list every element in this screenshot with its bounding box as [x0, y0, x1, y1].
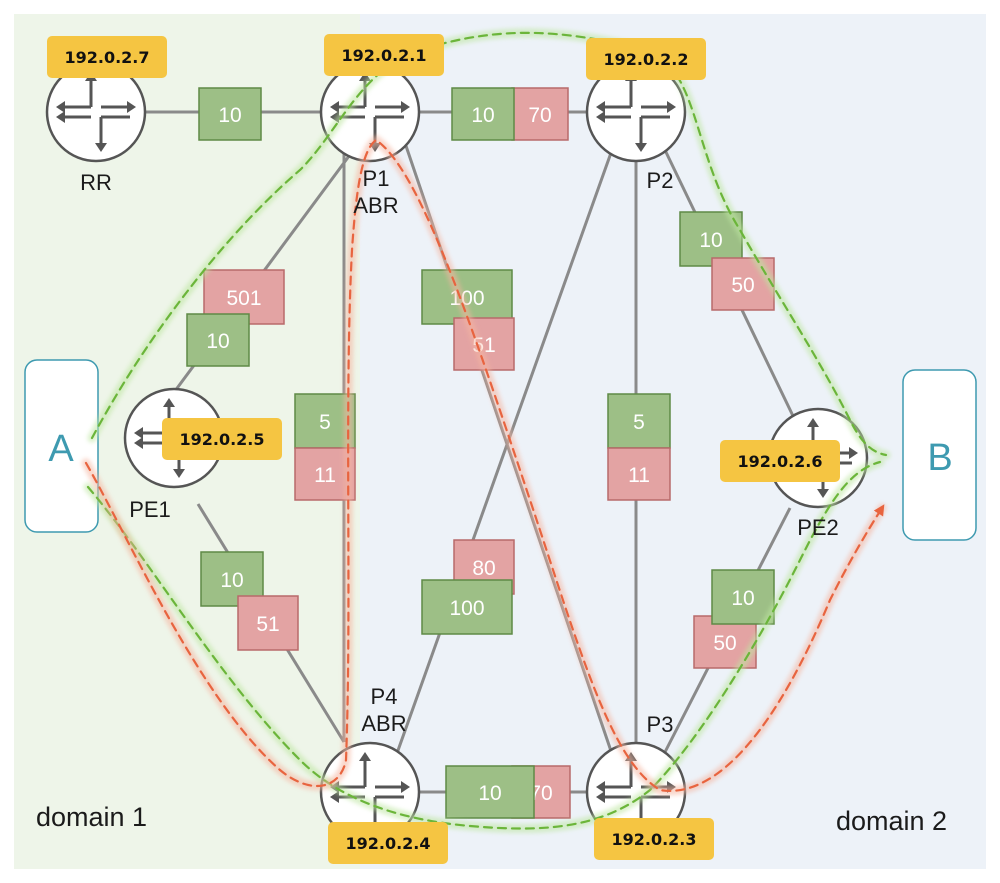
metric-red-value: 50 [731, 274, 754, 297]
metric-green-value: 10 [731, 587, 754, 610]
router-name-label: P3 [647, 712, 674, 737]
router-role-label: ABR [353, 193, 398, 218]
ip-badge-bg [594, 818, 714, 860]
metric-green-value: 100 [449, 597, 484, 620]
metric-green-value: 5 [319, 411, 331, 434]
metric-green-box [445, 765, 535, 819]
router-rr[interactable] [45, 61, 147, 163]
router-name-label: P1 [363, 166, 390, 191]
ip-badge-rr: 192.0.2.7 [47, 36, 167, 78]
router-name-label: RR [80, 170, 112, 195]
metric-green-box [711, 569, 775, 625]
path-red [84, 138, 885, 792]
metric-green-value: 10 [699, 229, 722, 252]
metric-red-value: 70 [529, 782, 552, 805]
router-name-label: PE1 [129, 497, 171, 522]
router-arrows-icon [596, 72, 676, 152]
metric-pe1-p4: 10 51 [200, 551, 299, 651]
router-arrows-icon [56, 72, 136, 152]
ip-address: 192.0.2.5 [179, 430, 264, 449]
ip-address: 192.0.2.4 [345, 834, 430, 853]
path-green-top [90, 31, 888, 457]
ip-address: 192.0.2.1 [341, 46, 426, 65]
ip-badge-p4: 192.0.2.4 [328, 822, 448, 864]
metric-green-value: 5 [633, 411, 645, 434]
ip-address: 192.0.2.3 [611, 830, 696, 849]
router-name-label: P4 [371, 684, 398, 709]
metric-green-box [186, 313, 250, 367]
metric-red-value: 80 [472, 557, 495, 580]
domain-2-area [360, 14, 986, 869]
metric-green-value: 10 [220, 569, 243, 592]
domain-2-label: domain 2 [836, 806, 947, 836]
ip-badge-bg [586, 38, 706, 80]
metric-green-box [198, 87, 262, 141]
metric-p4-p3: 70 10 [445, 765, 571, 819]
ip-badge-pe2: 192.0.2.6 [720, 440, 840, 482]
path-green-bottom [86, 460, 882, 830]
paths [81, 28, 891, 833]
metric-red-box [237, 595, 299, 651]
ip-badge-p2: 192.0.2.2 [586, 38, 706, 80]
ip-badge-p3: 192.0.2.3 [594, 818, 714, 860]
ip-badge-bg [162, 418, 282, 460]
metric-red-box [511, 87, 569, 141]
ip-badge-p1: 192.0.2.1 [324, 34, 444, 76]
metric-p2-p4: 80 100 [421, 539, 515, 635]
ip-badge-bg [324, 34, 444, 76]
metric-green-value: 10 [471, 104, 494, 127]
metric-red-box [607, 447, 671, 501]
metric-red-value: 51 [256, 613, 279, 636]
endpoint-a-box [24, 359, 99, 533]
metric-rr-p1: 10 [198, 87, 262, 141]
domain-1-label: domain 1 [36, 802, 147, 832]
endpoint-b-label: B [927, 437, 952, 479]
metric-red-value: 11 [628, 464, 650, 487]
metric-p2-p3: 5 11 [607, 393, 671, 501]
metric-red-value: 50 [713, 632, 736, 655]
ip-badge-pe1: 192.0.2.5 [162, 418, 282, 460]
metric-green-box [421, 579, 513, 635]
ip-badge-bg [720, 440, 840, 482]
endpoint-a[interactable]: A [24, 359, 99, 533]
metric-p1-pe1: 501 10 [186, 269, 285, 367]
endpoint-b[interactable]: B [902, 369, 977, 541]
ip-address: 192.0.2.7 [64, 48, 149, 67]
endpoint-a-label: A [48, 428, 74, 470]
metric-green-value: 10 [218, 104, 241, 127]
router-name-label: P2 [647, 168, 674, 193]
metric-p3-pe2: 50 10 [693, 569, 775, 669]
endpoint-b-box [902, 369, 977, 541]
metric-green-value: 10 [478, 782, 501, 805]
metric-p1-p2: 70 10 [451, 87, 569, 141]
ip-address: 192.0.2.2 [603, 50, 688, 69]
router-name-label: PE2 [797, 515, 839, 540]
link-p2-p4 [394, 149, 614, 757]
metric-red-value: 70 [528, 104, 551, 127]
metric-red-value: 501 [226, 287, 261, 310]
metric-green-box [451, 87, 515, 141]
ip-badge-bg [47, 36, 167, 78]
router-role-label: ABR [361, 711, 406, 736]
metric-red-value: 11 [314, 464, 336, 487]
metric-green-value: 10 [206, 330, 229, 353]
ip-badge-bg [328, 822, 448, 864]
ip-address: 192.0.2.6 [737, 452, 822, 471]
